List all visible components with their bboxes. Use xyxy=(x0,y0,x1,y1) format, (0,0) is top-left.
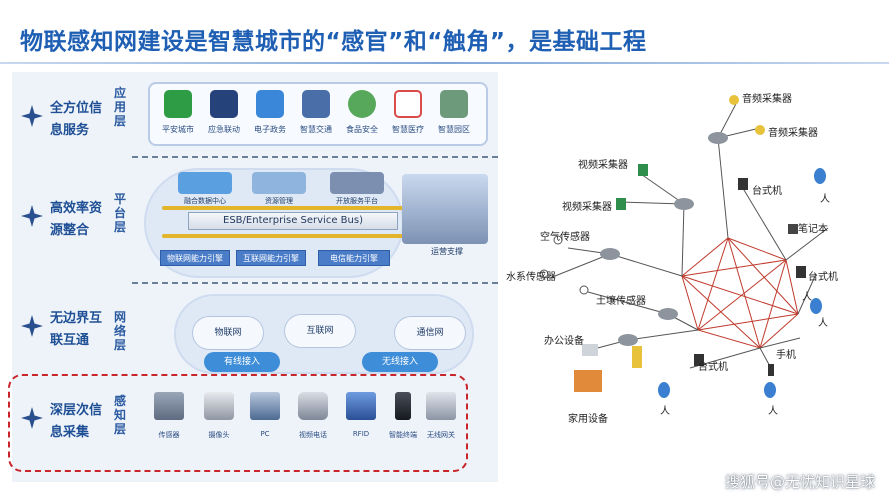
hub-nodes xyxy=(600,132,728,346)
resource-icon xyxy=(252,172,306,194)
layer-name: 全方位信息服务 xyxy=(50,101,103,138)
app-e-government[interactable]: 电子政务 xyxy=(248,90,292,135)
mesh-links xyxy=(681,237,799,349)
cloud-internet: 互联网 xyxy=(284,314,356,348)
star-icon xyxy=(21,315,43,337)
node-label: 办公设备 xyxy=(544,336,584,347)
layer-divider xyxy=(132,156,498,158)
node-label: 视频采集器 xyxy=(578,160,628,171)
device-smart-terminal[interactable]: 智能终端 xyxy=(380,392,426,440)
device-wireless-gateway[interactable]: 无线网关 xyxy=(418,392,464,440)
pc-icon xyxy=(250,392,280,420)
cloud-telecom: 通信网 xyxy=(394,316,466,350)
ops-support-label: 运营支撑 xyxy=(431,247,463,256)
router-icon xyxy=(426,392,456,420)
internet-engine-bar: 互联网能力引擎 xyxy=(236,250,306,266)
network-graph xyxy=(539,95,829,398)
service-label: 融合数据中心 xyxy=(184,197,226,205)
layer-name: 无边界互联互通 xyxy=(50,311,103,348)
layer-label-platform: 高效率资源整合 xyxy=(20,180,120,276)
watermark: 搜狐号@无忧知识星球 xyxy=(724,473,875,491)
wired-access: 有线接入 xyxy=(204,352,280,372)
bus-rail xyxy=(162,206,414,210)
wireless-access: 无线接入 xyxy=(362,352,438,372)
star-icon xyxy=(21,205,43,227)
shield-icon xyxy=(164,90,192,118)
device-pc[interactable]: PC xyxy=(242,392,288,438)
service-label: 资源管理 xyxy=(265,197,293,205)
city-image xyxy=(402,174,488,244)
medical-kit-icon xyxy=(394,90,422,118)
node-label: 台式机 xyxy=(752,186,782,197)
node-label: 台式机 xyxy=(698,362,728,373)
rfid-icon xyxy=(346,392,376,420)
node-label: 手机 xyxy=(776,350,796,361)
node-label: 音频采集器 xyxy=(742,94,792,105)
architecture-diagram: 全方位信息服务 应用层 高效率资源整合 平台层 无边界互联互通 网络层 深层次信… xyxy=(12,72,498,482)
food-safety-badge-icon xyxy=(348,90,376,118)
sensor-icon xyxy=(154,392,184,420)
spoke-links xyxy=(549,99,829,371)
node-label: 人 xyxy=(802,292,812,303)
star-icon xyxy=(21,407,43,429)
telecom-engine-bar: 电信能力引擎 xyxy=(318,250,390,266)
layer-label-application: 全方位信息服务 xyxy=(20,80,120,176)
star-icon xyxy=(21,105,43,127)
layer-name: 深层次信息采集 xyxy=(50,403,103,440)
layer-tag-platform: 平台层 xyxy=(113,192,126,234)
layer-divider xyxy=(132,282,498,284)
device-rfid[interactable]: RFID xyxy=(338,392,384,438)
server-icon xyxy=(330,172,384,194)
layer-tag-perception: 感知层 xyxy=(113,394,126,436)
smartphone-icon xyxy=(395,392,411,420)
park-map-icon xyxy=(440,90,468,118)
app-smart-traffic[interactable]: 智慧交通 xyxy=(294,90,338,135)
node-label: 笔记本 xyxy=(798,224,828,235)
bus-rail xyxy=(162,234,414,238)
layer-label-perception: 深层次信息采集 xyxy=(20,382,120,478)
device-glyphs xyxy=(539,95,826,398)
node-label: 人 xyxy=(818,318,828,329)
app-smart-park[interactable]: 智慧园区 xyxy=(432,90,476,135)
app-safe-city[interactable]: 平安城市 xyxy=(156,90,200,135)
database-icon xyxy=(178,172,232,194)
node-label: 音频采集器 xyxy=(768,128,818,139)
node-label: 人 xyxy=(820,194,830,205)
node-label: 台式机 xyxy=(808,272,838,283)
iot-engine-bar: 物联网能力引擎 xyxy=(160,250,230,266)
layer-tag-application: 应用层 xyxy=(113,86,126,128)
camera-icon xyxy=(204,392,234,420)
device-camera[interactable]: 摄像头 xyxy=(196,392,242,440)
bus-icon xyxy=(302,90,330,118)
title-divider xyxy=(0,62,889,64)
perception-highlight-box xyxy=(8,374,468,472)
layer-name: 高效率资源整合 xyxy=(50,201,103,238)
app-emergency[interactable]: 应急联动 xyxy=(202,90,246,135)
esb-bar: ESB/Enterprise Service Bus) xyxy=(188,212,398,230)
email-icon xyxy=(256,90,284,118)
layer-tag-network: 网络层 xyxy=(113,310,126,352)
node-label: 土壤传感器 xyxy=(596,296,646,307)
device-sensor[interactable]: 传感器 xyxy=(146,392,192,440)
application-panel: 平安城市 应急联动 电子政务 智慧交通 食品安全 智慧医疗 智慧园区 xyxy=(148,82,488,146)
node-label: 水系传感器 xyxy=(506,272,556,283)
app-smart-medical[interactable]: 智慧医疗 xyxy=(386,90,430,135)
node-label: 人 xyxy=(768,406,778,417)
node-label: 人 xyxy=(660,406,670,417)
layer-label-network: 无边界互联互通 xyxy=(20,290,120,386)
page-title: 物联感知网建设是智慧城市的“感官”和“触角”，是基础工程 xyxy=(20,29,647,55)
service-label: 开放服务平台 xyxy=(336,197,378,205)
node-label: 空气传感器 xyxy=(540,232,590,243)
node-label: 家用设备 xyxy=(568,414,608,425)
node-label: 视频采集器 xyxy=(562,202,612,213)
video-phone-icon xyxy=(298,392,328,420)
cloud-iot: 物联网 xyxy=(192,316,264,350)
app-food-safety[interactable]: 食品安全 xyxy=(340,90,384,135)
iot-network-diagram: 音频采集器 音频采集器 视频采集器 视频采集器 台式机 人 笔记本 人 空气传感… xyxy=(498,78,882,496)
police-car-icon xyxy=(210,90,238,118)
device-video-phone[interactable]: 视频电话 xyxy=(290,392,336,440)
